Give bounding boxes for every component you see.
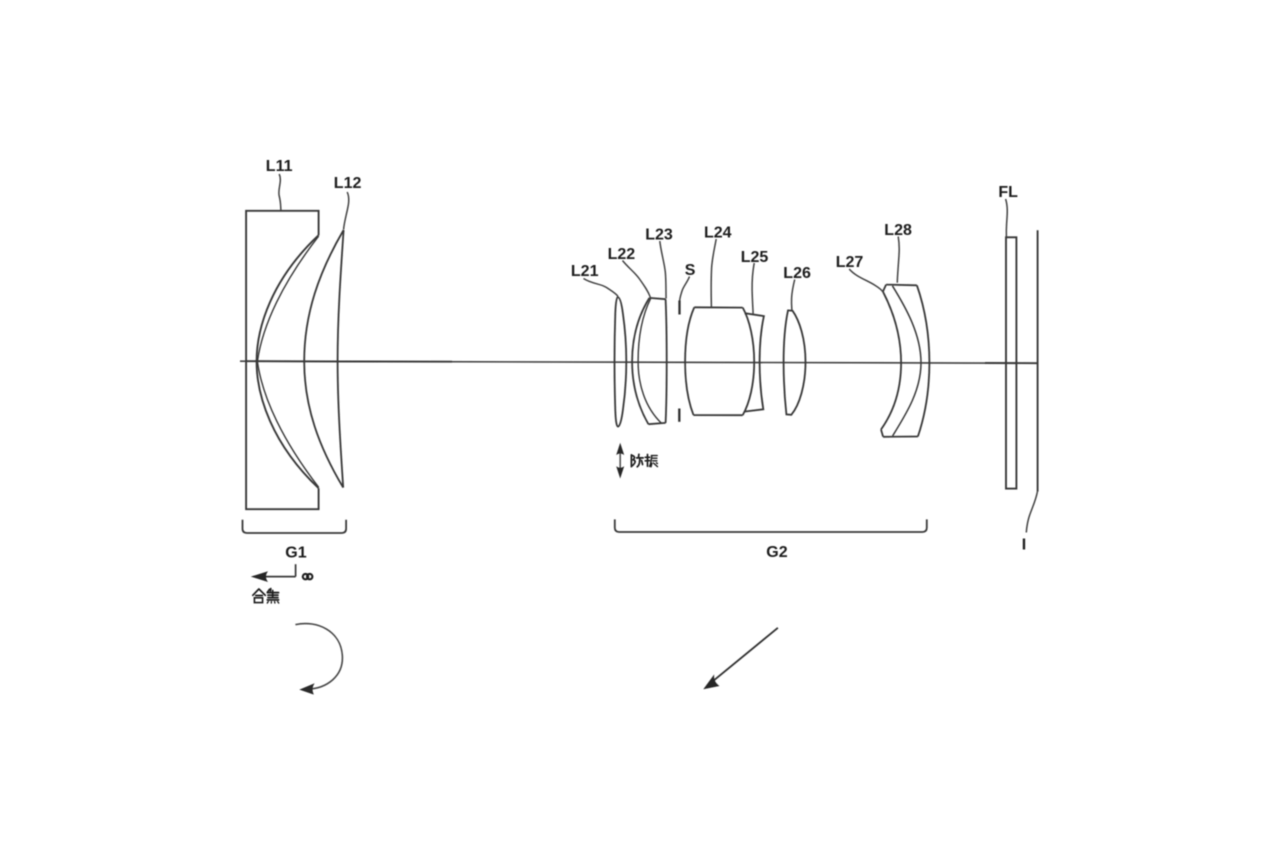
svg-text:I: I xyxy=(1022,537,1026,554)
svg-text:L26: L26 xyxy=(783,265,811,282)
svg-text:L23: L23 xyxy=(645,227,673,244)
svg-text:L24: L24 xyxy=(704,225,732,242)
svg-text:FL: FL xyxy=(998,184,1018,201)
svg-text:G2: G2 xyxy=(766,544,787,561)
svg-text:L27: L27 xyxy=(836,254,864,271)
svg-text:L21: L21 xyxy=(571,263,599,280)
svg-text:L11: L11 xyxy=(266,158,293,175)
svg-text:S: S xyxy=(685,262,696,279)
svg-text:G1: G1 xyxy=(285,544,306,561)
svg-text:L12: L12 xyxy=(334,175,362,192)
svg-text:L28: L28 xyxy=(884,222,912,239)
svg-text:L25: L25 xyxy=(741,249,769,266)
svg-text:L22: L22 xyxy=(608,246,636,263)
